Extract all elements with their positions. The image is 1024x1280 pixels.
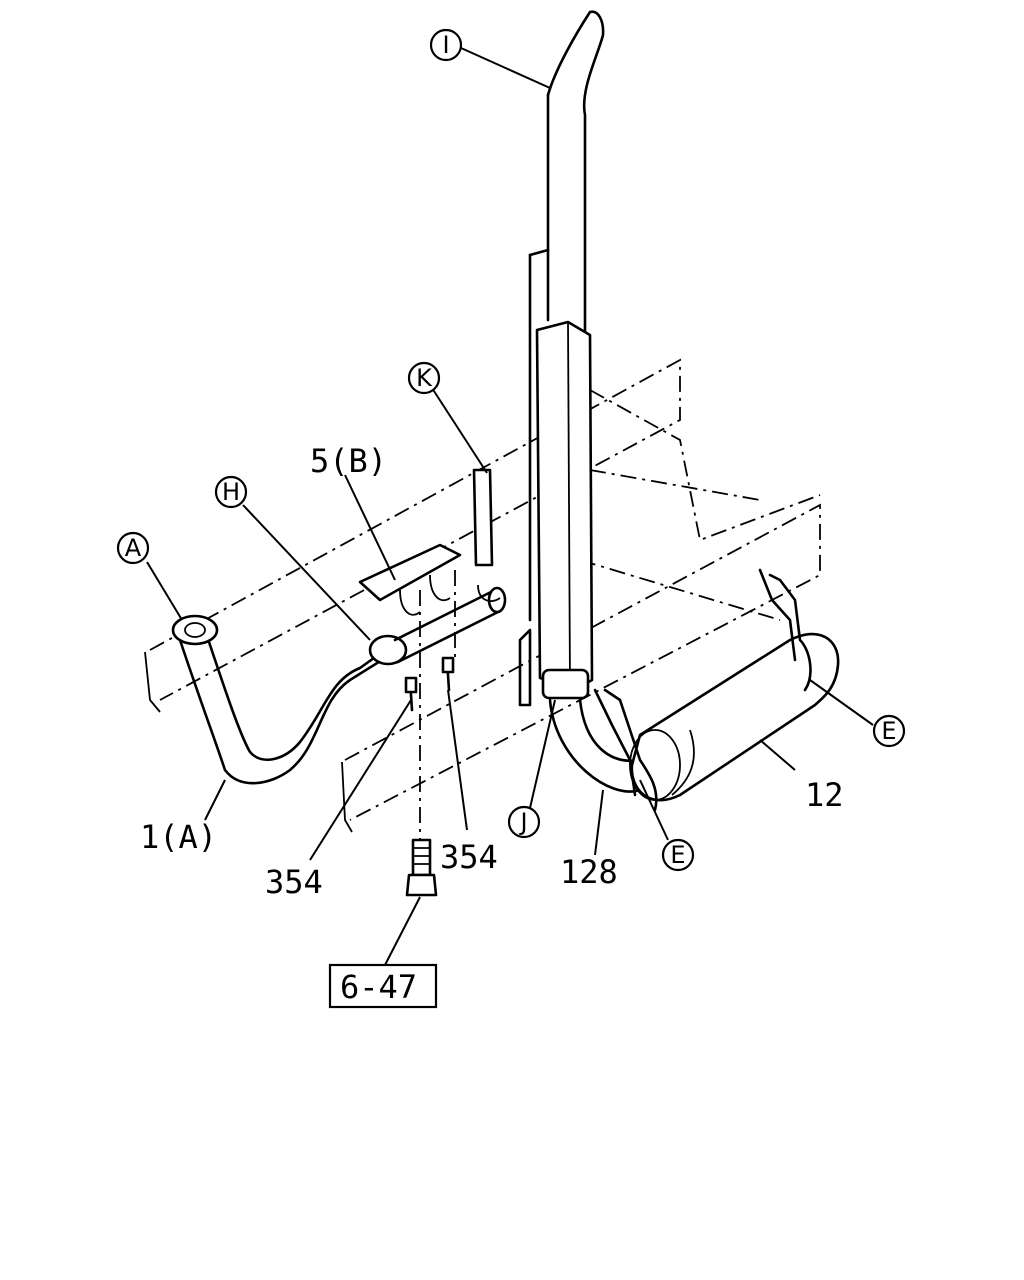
callout-j: J [507,805,541,839]
part-label-354-left: 354 [265,863,323,901]
leader-lines [146,47,874,966]
callout-e-upper: E [872,714,906,748]
part-label-1a: 1(A) [140,818,217,856]
callout-a: A [116,531,150,565]
tail-pipe [548,698,642,793]
callout-k: K [407,361,441,395]
svg-text:E: E [881,717,896,745]
bolt [405,838,438,897]
svg-text:H: H [222,478,240,506]
pipe-flange-h [368,634,408,666]
svg-text:A: A [125,534,142,562]
svg-text:I: I [442,31,449,59]
part-label-12: 12 [805,776,844,814]
hanger-plate [358,543,462,602]
heat-shield [535,320,594,690]
svg-text:E: E [670,841,685,869]
bracket-k [472,468,494,567]
hanger-lower [593,688,658,812]
hanger-upper [758,568,812,692]
svg-text:J: J [518,808,527,836]
front-pipe [171,614,408,785]
svg-text:6-47: 6-47 [340,968,417,1006]
svg-text:K: K [416,364,433,392]
part-label-5b: 5(B) [310,442,387,480]
vertical-stack [518,10,605,707]
center-pipe [358,543,507,840]
callout-i: I [429,28,463,62]
reference-box: 6-47 [328,963,438,1009]
callout-e-lower: E [661,838,695,872]
part-label-354-right: 354 [440,838,498,876]
pipe-flange-a [171,614,219,646]
part-label-128: 128 [560,853,618,891]
callout-h: H [214,475,248,509]
stack-clamp [541,668,590,700]
